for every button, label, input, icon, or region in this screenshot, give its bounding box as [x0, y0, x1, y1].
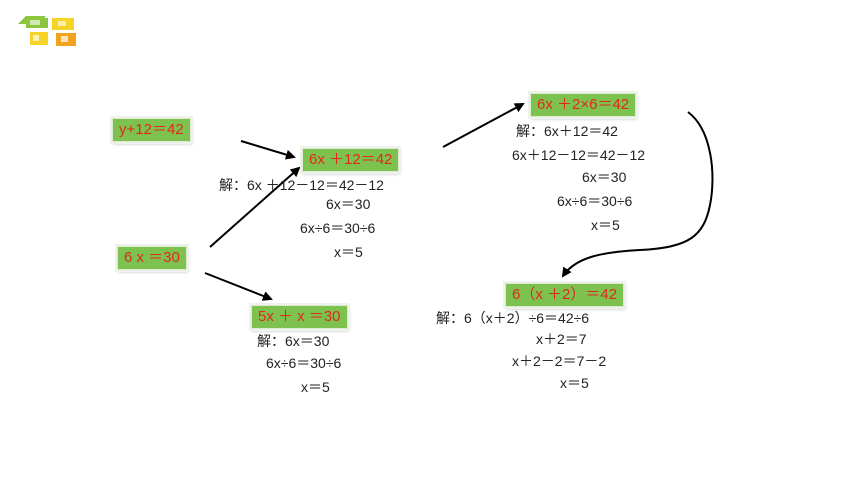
solution-top-right-line-4: 6x÷6＝30÷6 — [557, 193, 633, 209]
solution-top-right-line-2: 6x＋12－12＝42－12 — [512, 147, 646, 163]
arrow-6x-to-center — [209, 166, 301, 248]
solution-bottom-right-line-3: x＋2－2＝7－2 — [512, 353, 607, 369]
solution-bottom-right-line-1: 解：6（x＋2）÷6＝42÷6 — [436, 310, 590, 326]
equation-6-times-x-plus-2: 6（x ＋2）＝42 — [505, 283, 625, 307]
arrow-center-to-top-right — [442, 103, 525, 148]
solution-top-right-line-3: 6x＝30 — [582, 169, 627, 185]
arrow-top-right-to-bottom-right — [561, 111, 714, 278]
solution-5x-line-1: 解：6x＝30 — [257, 333, 330, 349]
equation-6x-eq-30: 6 x ＝30 — [117, 246, 187, 270]
solution-5x-line-2: 6x÷6＝30÷6 — [266, 355, 342, 371]
solution-top-right-line-1: 解：6x＋12＝42 — [516, 123, 618, 139]
equation-5x-plus-x: 5x ＋ x ＝30 — [251, 305, 348, 329]
equation-6x-plus-2x6: 6x ＋2×6＝42 — [530, 93, 637, 117]
equation-y-plus-12: y+12＝42 — [112, 118, 191, 142]
solution-center-line-1: 解：6x ＋12－12＝42－12 — [219, 177, 384, 193]
solution-5x-line-3: x＝5 — [301, 379, 330, 395]
solution-center-line-4: x＝5 — [334, 244, 363, 260]
solution-center-line-3: 6x÷6＝30÷6 — [300, 220, 376, 236]
equation-6x-plus-12: 6x ＋12＝42 — [302, 148, 400, 172]
solution-center-line-2: 6x＝30 — [326, 196, 371, 212]
solution-top-right-line-5: x＝5 — [591, 217, 620, 233]
solution-bottom-right-line-2: x＋2＝7 — [536, 331, 587, 347]
colored-blocks-logo-icon — [18, 16, 76, 46]
solution-bottom-right-line-4: x＝5 — [560, 375, 589, 391]
arrow-y-to-center — [240, 140, 296, 160]
arrow-6x-to-5x — [204, 272, 273, 301]
